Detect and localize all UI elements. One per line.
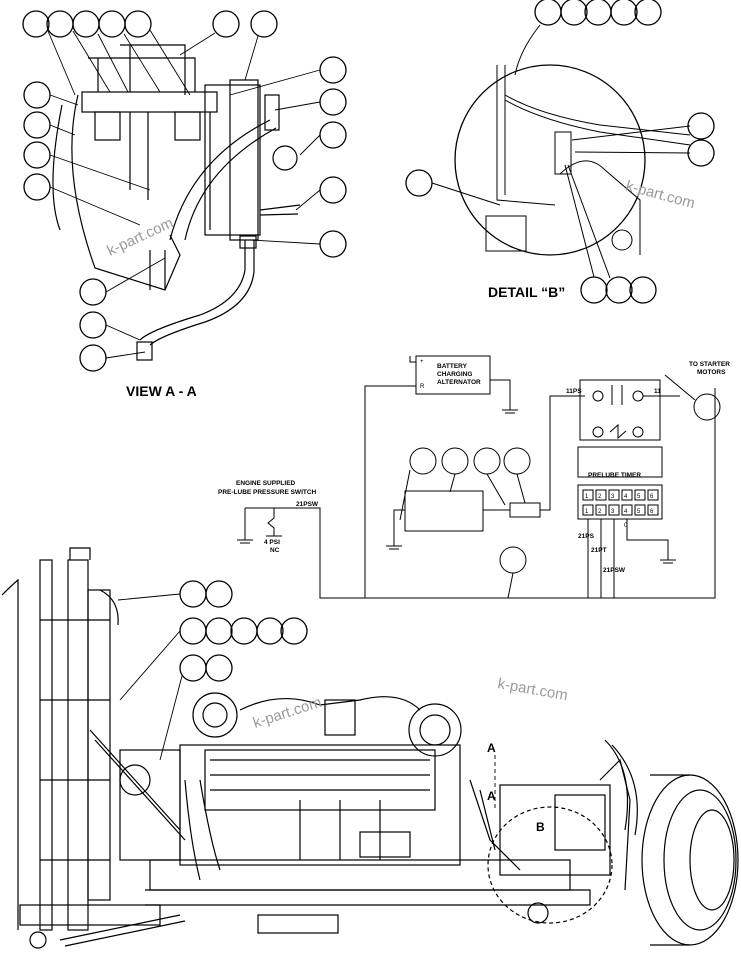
section-a-bottom: A	[487, 789, 496, 803]
wire-21psw: 21PSW	[296, 501, 319, 508]
alt-label-1: BATTERY	[437, 363, 468, 370]
terminal-3b: 3	[611, 509, 615, 515]
section-a-top: A	[487, 741, 496, 755]
terminal-4b: 4	[624, 509, 628, 515]
detail-b-marker: B	[536, 820, 545, 834]
alt-label-2: CHARGING	[437, 371, 472, 378]
terminal-5b: 5	[637, 509, 641, 515]
detail-b-drawing: DETAIL “B”	[405, 0, 715, 304]
terminal-2: 2	[598, 494, 602, 500]
alt-r: R	[420, 384, 425, 390]
alt-plus: +	[420, 359, 424, 365]
wire-11ps: 11PS	[566, 388, 582, 395]
view-title: VIEW A - A	[126, 383, 197, 399]
terminal-1: 1	[585, 494, 589, 500]
to-starter-1: TO STARTER	[689, 361, 730, 368]
terminal-1b: 1	[585, 509, 589, 515]
wire-21pt: 21PT	[591, 547, 607, 554]
watermark-3: k-part.com	[251, 694, 324, 732]
alt-label-3: ALTERNATOR	[437, 379, 481, 386]
watermark-2: k-part.com	[624, 177, 697, 212]
detail-title: DETAIL “B”	[488, 284, 565, 300]
switch-label-2: PRE-LUBE PRESSURE SWITCH	[218, 489, 317, 496]
to-starter-2: MOTORS	[697, 369, 726, 376]
timer-terminal-numbers: 1 2 3 4 5 6 1 2 3 4 5 6	[585, 494, 654, 515]
wire-21ps: 21PS	[578, 533, 595, 540]
terminal-6: 6	[650, 494, 654, 500]
view-a-a-drawing: VIEW A - A	[22, 10, 347, 399]
prelube-timer-label: PRELUBE TIMER	[588, 472, 641, 479]
engine-assembly-drawing: A A B	[1, 547, 739, 949]
wire-11: 11	[654, 388, 661, 395]
terminal-3: 3	[611, 494, 615, 500]
psi-label: 4 PSI	[264, 539, 280, 546]
wiring-schematic: + R BATTERY CHARGING ALTERNATOR TO START…	[218, 355, 730, 599]
switch-label-1: ENGINE SUPPLIED	[236, 480, 296, 487]
terminal-4: 4	[624, 494, 628, 500]
watermark-4: k-part.com	[496, 675, 569, 704]
terminal-2b: 2	[598, 509, 602, 515]
terminal-6b: 6	[650, 509, 654, 515]
wire-21psw-2: 21PSW	[603, 567, 626, 574]
terminal-5: 5	[637, 494, 641, 500]
wire-0: 0	[624, 523, 628, 529]
nc-label: NC	[270, 547, 280, 554]
